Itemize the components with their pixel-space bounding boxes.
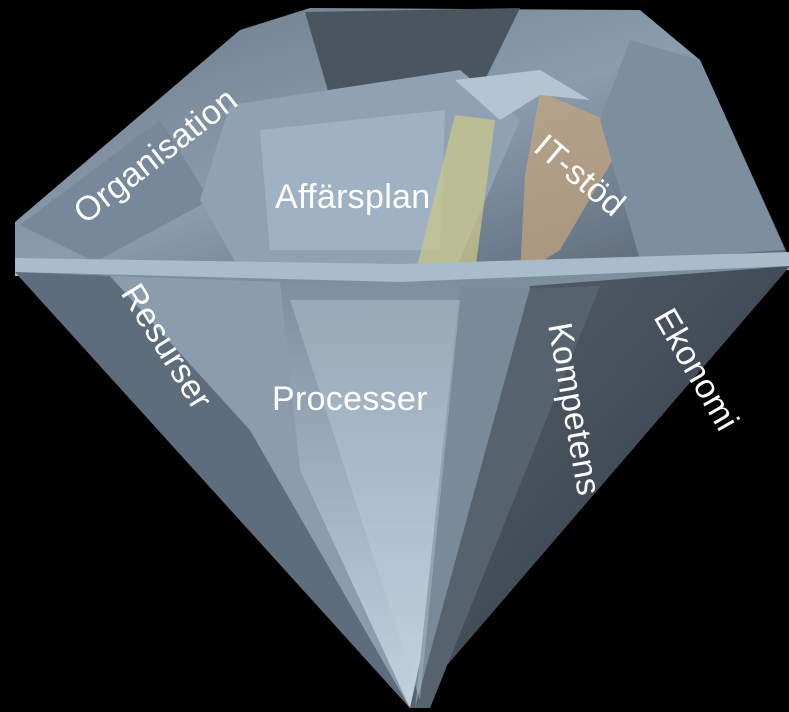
label-processer: Processer (272, 380, 428, 418)
crown-facet-yellow (415, 115, 495, 274)
pavilion-facet-left-mid (110, 276, 410, 708)
crown-facet-center-light (260, 110, 445, 250)
label-affarsplan: Affärsplan (275, 178, 430, 216)
pavilion-facet-left (15, 272, 410, 708)
pavilion-facet-right-mid (410, 286, 600, 708)
crown-facet-left (20, 120, 210, 262)
crown-facet-right-light (455, 70, 590, 120)
crown-facet-peach (520, 92, 630, 275)
pavilion-facet-right-light (415, 286, 530, 708)
pavilion-highlight (290, 300, 460, 700)
crown-facet-right (600, 40, 785, 260)
